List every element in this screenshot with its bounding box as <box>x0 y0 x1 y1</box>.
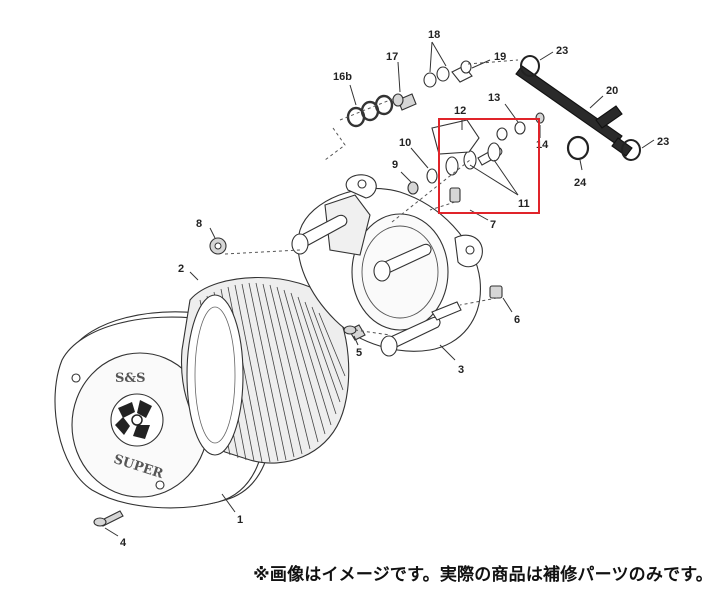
breather-bolts-part-11 <box>445 142 503 176</box>
fitting-part-17 <box>392 93 417 111</box>
callout-20: 20 <box>606 85 618 97</box>
callout-3: 3 <box>458 364 464 376</box>
bracket-part-12 <box>431 119 480 155</box>
disclaimer-note: ※画像はイメージです。実際の商品は補修パーツのみです。 <box>253 565 713 585</box>
callout-2: 2 <box>178 263 184 275</box>
stud-part-6 <box>489 285 503 299</box>
callout-10: 10 <box>399 137 411 149</box>
assembly-guide-lines <box>224 59 519 336</box>
callout-9: 9 <box>392 159 398 171</box>
callout-16b: 16b <box>333 71 352 83</box>
nut-part-8 <box>209 237 227 255</box>
logo-brand-text: S&S <box>115 371 146 386</box>
callout-7: 7 <box>490 219 496 231</box>
s-and-s-logo: S&S SUPER <box>110 371 165 482</box>
washers-part-18 <box>423 66 450 88</box>
hose-part-20 <box>515 65 633 157</box>
clamp-part-23-bottom <box>621 139 641 161</box>
callout-12: 12 <box>454 105 466 117</box>
callout-23-top: 23 <box>556 45 568 57</box>
callout-5: 5 <box>356 347 362 359</box>
air-filter-element <box>180 277 350 464</box>
washer-part-9 <box>407 181 419 195</box>
callout-24: 24 <box>574 177 587 189</box>
callout-6: 6 <box>514 314 520 326</box>
clamp-part-23-top <box>520 55 540 77</box>
callout-23-bottom: 23 <box>657 136 669 148</box>
callout-11: 11 <box>518 198 530 210</box>
leader-lines <box>104 41 655 537</box>
callout-8: 8 <box>196 218 202 230</box>
backplate <box>291 174 483 357</box>
callout-labels: 1 2 3 4 5 6 7 8 9 10 11 12 13 14 16b 17 … <box>120 29 669 549</box>
washer-part-13 <box>496 121 526 141</box>
callout-17: 17 <box>386 51 398 63</box>
callout-19: 19 <box>494 51 506 63</box>
callout-18: 18 <box>428 29 440 41</box>
highlight-box <box>438 118 540 214</box>
clamp-part-24 <box>566 135 590 161</box>
washer-part-10 <box>426 168 438 184</box>
screw-part-4 <box>93 510 124 527</box>
callout-1: 1 <box>237 514 243 526</box>
callout-4: 4 <box>120 537 127 549</box>
callout-13: 13 <box>488 92 500 104</box>
screw-part-5 <box>343 324 366 341</box>
banjo-fitting-part-19 <box>451 60 473 83</box>
